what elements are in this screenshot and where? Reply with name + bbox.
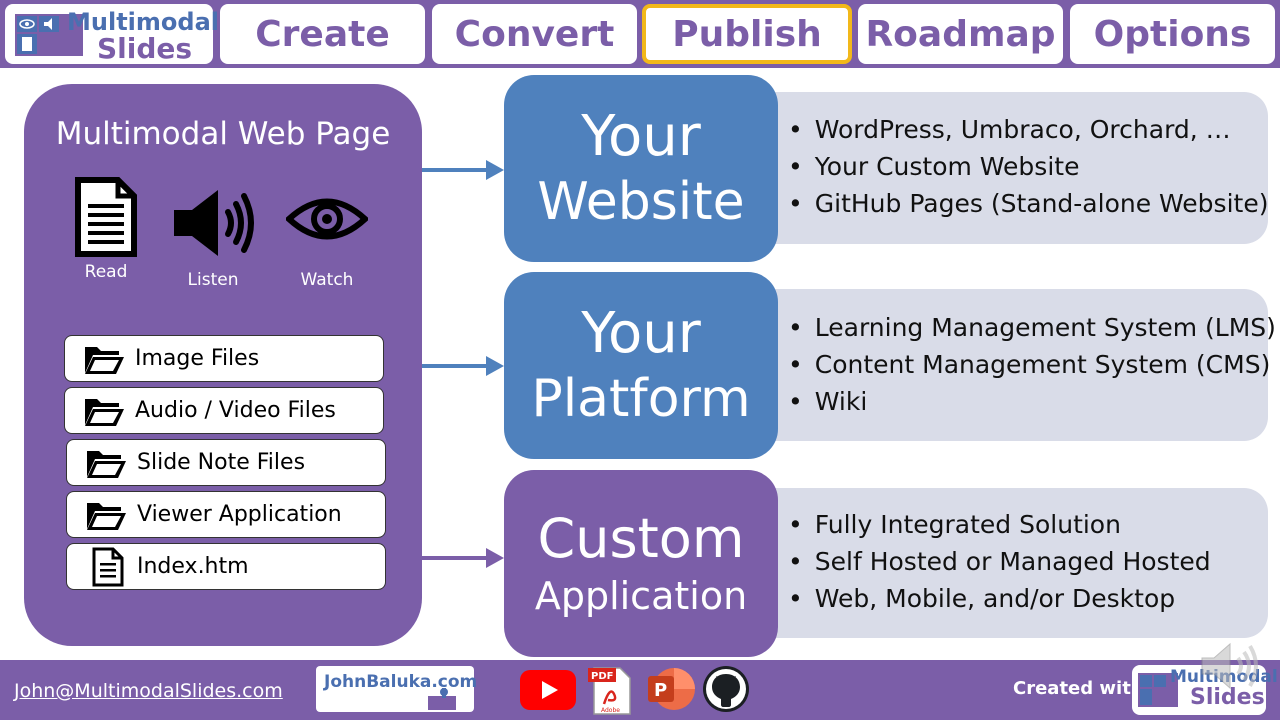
document-icon bbox=[75, 177, 137, 257]
pdf-icon[interactable]: PDF Adobe bbox=[588, 664, 634, 716]
custom-app-bullets: Fully Integrated Solution Self Hosted or… bbox=[788, 506, 1211, 617]
target-line2: Website bbox=[537, 171, 745, 232]
website-bullets: WordPress, Umbraco, Orchard, … Your Cust… bbox=[788, 111, 1269, 222]
file-icon bbox=[85, 547, 129, 587]
tab-publish[interactable]: Publish bbox=[642, 4, 852, 64]
file-item-audio-video-files[interactable]: Audio / Video Files bbox=[64, 387, 384, 434]
top-nav-bar: Multimodal Slides Create Convert Publish… bbox=[0, 0, 1280, 68]
file-item-slide-note-files[interactable]: Slide Note Files bbox=[66, 439, 386, 486]
eye-icon bbox=[286, 198, 368, 240]
bullet-item: WordPress, Umbraco, Orchard, … bbox=[788, 111, 1268, 148]
logo-text-slides: Slides bbox=[97, 32, 193, 65]
target-line1: Custom bbox=[537, 506, 745, 570]
mode-listen: Listen bbox=[168, 188, 258, 290]
footer-bar: John@MultimodalSlides.com JohnBaluka.com… bbox=[0, 660, 1280, 720]
mode-label-watch: Watch bbox=[300, 270, 354, 290]
folder-icon bbox=[85, 443, 129, 483]
tab-options[interactable]: Options bbox=[1070, 4, 1275, 64]
file-label: Image Files bbox=[135, 346, 260, 371]
target-your-platform[interactable]: Your Platform bbox=[504, 272, 778, 459]
pdf-label: PDF bbox=[591, 671, 613, 682]
bullet-item: Self Hosted or Managed Hosted bbox=[788, 543, 1211, 580]
target-line2: Application bbox=[534, 573, 748, 618]
bullet-item: Wiki bbox=[788, 383, 1276, 420]
johnbaluka-logo-text: JohnBaluka.com bbox=[324, 672, 478, 692]
file-label: Audio / Video Files bbox=[135, 398, 336, 423]
card-title: Multimodal Web Page bbox=[55, 116, 391, 152]
folder-icon bbox=[85, 495, 129, 535]
target-line1: Your bbox=[581, 103, 701, 169]
bullet-item: Fully Integrated Solution bbox=[788, 506, 1211, 543]
created-with-label: Created with bbox=[1013, 678, 1144, 699]
youtube-icon[interactable] bbox=[520, 670, 576, 710]
multimodal-slides-footer-logo[interactable]: Multimodal Slides bbox=[1132, 665, 1278, 715]
adobe-label: Adobe bbox=[601, 707, 620, 714]
johnbaluka-mark-icon bbox=[428, 688, 456, 710]
mode-label-listen: Listen bbox=[187, 270, 239, 290]
arrow-to-platform bbox=[422, 356, 504, 376]
target-line1: Your bbox=[581, 300, 701, 366]
bullet-item: Your Custom Website bbox=[788, 148, 1268, 185]
arrow-to-custom-application bbox=[422, 548, 504, 568]
file-item-index-htm[interactable]: Index.htm bbox=[66, 543, 386, 590]
file-item-image-files[interactable]: Image Files bbox=[64, 335, 384, 382]
file-label: Viewer Application bbox=[137, 502, 342, 527]
bullet-item: GitHub Pages (Stand-alone Website) bbox=[788, 185, 1269, 222]
bullet-item: Web, Mobile, and/or Desktop bbox=[788, 580, 1211, 617]
folder-icon bbox=[83, 339, 127, 379]
mode-label-read: Read bbox=[84, 262, 128, 282]
file-label: Index.htm bbox=[137, 554, 249, 579]
speaker-icon bbox=[174, 190, 254, 256]
johnbaluka-logo-link[interactable]: JohnBaluka.com bbox=[316, 666, 478, 712]
tab-roadmap[interactable]: Roadmap bbox=[858, 4, 1063, 64]
arrow-to-website bbox=[422, 160, 504, 180]
mode-watch: Watch bbox=[282, 194, 372, 290]
bullet-item: Content Management System (CMS) bbox=[788, 346, 1276, 383]
powerpoint-icon[interactable]: P bbox=[646, 666, 696, 712]
multimodal-slides-logo[interactable]: Multimodal Slides bbox=[5, 4, 219, 65]
target-line2: Platform bbox=[531, 368, 751, 429]
target-your-website[interactable]: Your Website bbox=[504, 75, 778, 262]
tab-create[interactable]: Create bbox=[220, 4, 425, 64]
multimodal-web-page-card: Multimodal Web Page Read Listen Watch bbox=[24, 84, 422, 646]
github-icon[interactable] bbox=[702, 665, 750, 713]
folder-icon bbox=[83, 391, 127, 431]
tab-convert[interactable]: Convert bbox=[432, 4, 637, 64]
file-item-viewer-application[interactable]: Viewer Application bbox=[66, 491, 386, 538]
email-link[interactable]: John@MultimodalSlides.com bbox=[14, 680, 283, 702]
footer-logo-text-slides: Slides bbox=[1190, 685, 1265, 710]
audio-indicator-icon[interactable] bbox=[1200, 640, 1262, 692]
logo-text-multimodal: Multimodal bbox=[67, 8, 219, 36]
logo-mark-icon bbox=[15, 14, 83, 56]
bullet-item: Learning Management System (LMS) bbox=[788, 309, 1276, 346]
svg-text:P: P bbox=[654, 680, 667, 701]
platform-bullets: Learning Management System (LMS) Content… bbox=[788, 309, 1276, 420]
file-label: Slide Note Files bbox=[137, 450, 306, 475]
mode-read: Read bbox=[70, 176, 142, 282]
target-custom-application[interactable]: Custom Application bbox=[504, 470, 778, 657]
logo-mark-icon bbox=[1138, 673, 1178, 707]
